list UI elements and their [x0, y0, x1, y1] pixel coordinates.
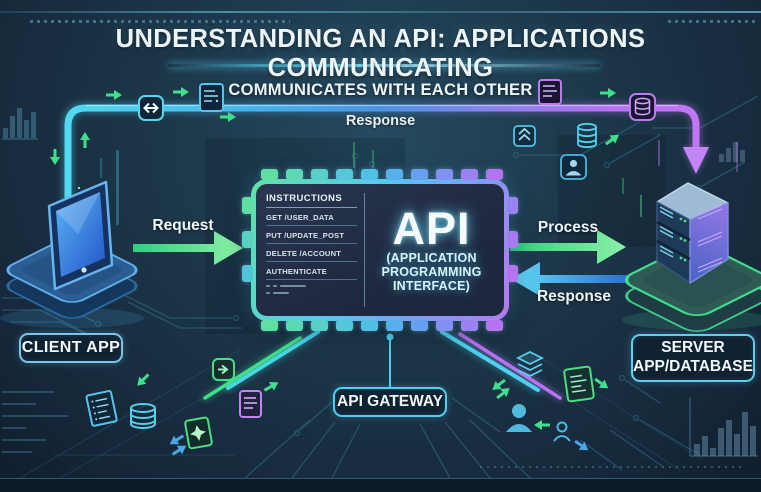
purple-document-icon [538, 79, 562, 105]
chip-pin [461, 320, 478, 331]
response-arrow [511, 262, 627, 296]
gateway-connector [386, 333, 394, 388]
bottom-strip [0, 478, 761, 492]
top-divider-line [0, 11, 761, 13]
chip-pin [242, 197, 253, 214]
page-title: UNDERSTANDING AN API: APPLICATIONS COMMU… [115, 25, 646, 82]
layers-icon [515, 350, 545, 378]
server-text-line1: SERVER [661, 339, 725, 356]
chip-pin [507, 265, 518, 282]
instruction-item: AUTHENTICATE [266, 267, 357, 280]
chip-pin [461, 169, 478, 180]
instruction-item: PUT /UPDATE_POST [266, 231, 357, 244]
client-app-label: CLIENT APP [19, 333, 123, 363]
server-text-line2: APP/DATABASE [633, 357, 753, 375]
api-subtitle: (APPLICATION PROGRAMMING INTERFACE) [381, 250, 482, 293]
dashed-decor [30, 20, 290, 23]
chip-pin [361, 169, 378, 180]
instruction-item: GET /USER_DATA [266, 213, 357, 226]
request-arrow [133, 231, 243, 265]
client-app-text: CLIENT APP [21, 339, 121, 356]
server-device [622, 182, 761, 332]
chip-pin [336, 169, 353, 180]
user-outline-icon [553, 421, 571, 442]
chip-pin [261, 169, 278, 180]
instructions-header: INSTRUCTIONS [266, 193, 357, 208]
database-cylinder-icon [577, 122, 597, 149]
server-label: SERVER APP/DATABASE [631, 334, 755, 382]
chip-pin [411, 320, 428, 331]
chip-pin [486, 169, 503, 180]
neon-beams [201, 327, 564, 402]
response-right-label: Response [536, 288, 612, 305]
communicates-heading: COMMUNICATES WITH EACH OTHER [228, 81, 533, 99]
chip-pin [436, 320, 453, 331]
chip-pin [242, 265, 253, 282]
api-gateway-text: API GATEWAY [337, 393, 443, 410]
request-label: Request [152, 217, 214, 234]
sparkle-document-icon [184, 416, 213, 450]
response-top-label: Response [345, 113, 416, 129]
user-icon [560, 154, 587, 180]
document-list-icon [85, 389, 118, 427]
chip-pin [286, 169, 303, 180]
upload-icon [513, 125, 536, 147]
api-chip-body: INSTRUCTIONS GET /USER_DATA PUT /UPDATE_… [256, 184, 504, 316]
chip-pin [507, 197, 518, 214]
database-icon [629, 93, 656, 121]
chip-pin [436, 169, 453, 180]
server-tower [656, 182, 729, 284]
user-filled-icon [506, 404, 532, 432]
chip-pin [261, 320, 278, 331]
database-icon-bottom [130, 403, 156, 429]
chip-pin [386, 169, 403, 180]
transfer-icon [138, 95, 164, 121]
instructions-panel: INSTRUCTIONS GET /USER_DATA PUT /UPDATE_… [266, 193, 365, 307]
chip-pin [286, 320, 303, 331]
bar-chart-decor-top-left [2, 108, 38, 140]
chip-pin [507, 231, 518, 248]
chip-pin [386, 320, 403, 331]
communication-pipe [61, 101, 703, 245]
chip-pin [411, 169, 428, 180]
document-icon [199, 83, 224, 112]
api-title-zone: API (APPLICATION PROGRAMMING INTERFACE) [365, 191, 498, 307]
background-panel [558, 135, 666, 247]
redacted-line [266, 285, 357, 287]
process-label: Process [537, 219, 599, 236]
purple-document-icon-bottom [239, 390, 262, 418]
chip-pin [311, 320, 328, 331]
chip-pin [336, 320, 353, 331]
chip-pin [311, 169, 328, 180]
dashed-decor [668, 20, 758, 23]
process-arrow [510, 230, 626, 264]
api-word: API [392, 202, 471, 254]
chip-pin [242, 231, 253, 248]
redacted-line [266, 292, 357, 294]
title-underline-glow [168, 64, 600, 67]
api-gateway-label: API GATEWAY [333, 387, 447, 417]
green-document-icon [563, 365, 595, 403]
client-device [0, 180, 144, 328]
pipe-down-arrow [683, 147, 709, 174]
bar-chart-decor-bottom-right [689, 398, 758, 457]
api-chip: INSTRUCTIONS GET /USER_DATA PUT /UPDATE_… [251, 179, 509, 321]
light-streaks [100, 140, 738, 225]
tablet [47, 180, 114, 291]
chip-pin [486, 320, 503, 331]
code-lines-decor [2, 391, 68, 453]
arrow-square-icon [212, 358, 235, 381]
bar-chart-decor-right [719, 142, 745, 162]
chip-pin [361, 320, 378, 331]
instruction-item: DELETE /ACCOUNT [266, 249, 357, 262]
